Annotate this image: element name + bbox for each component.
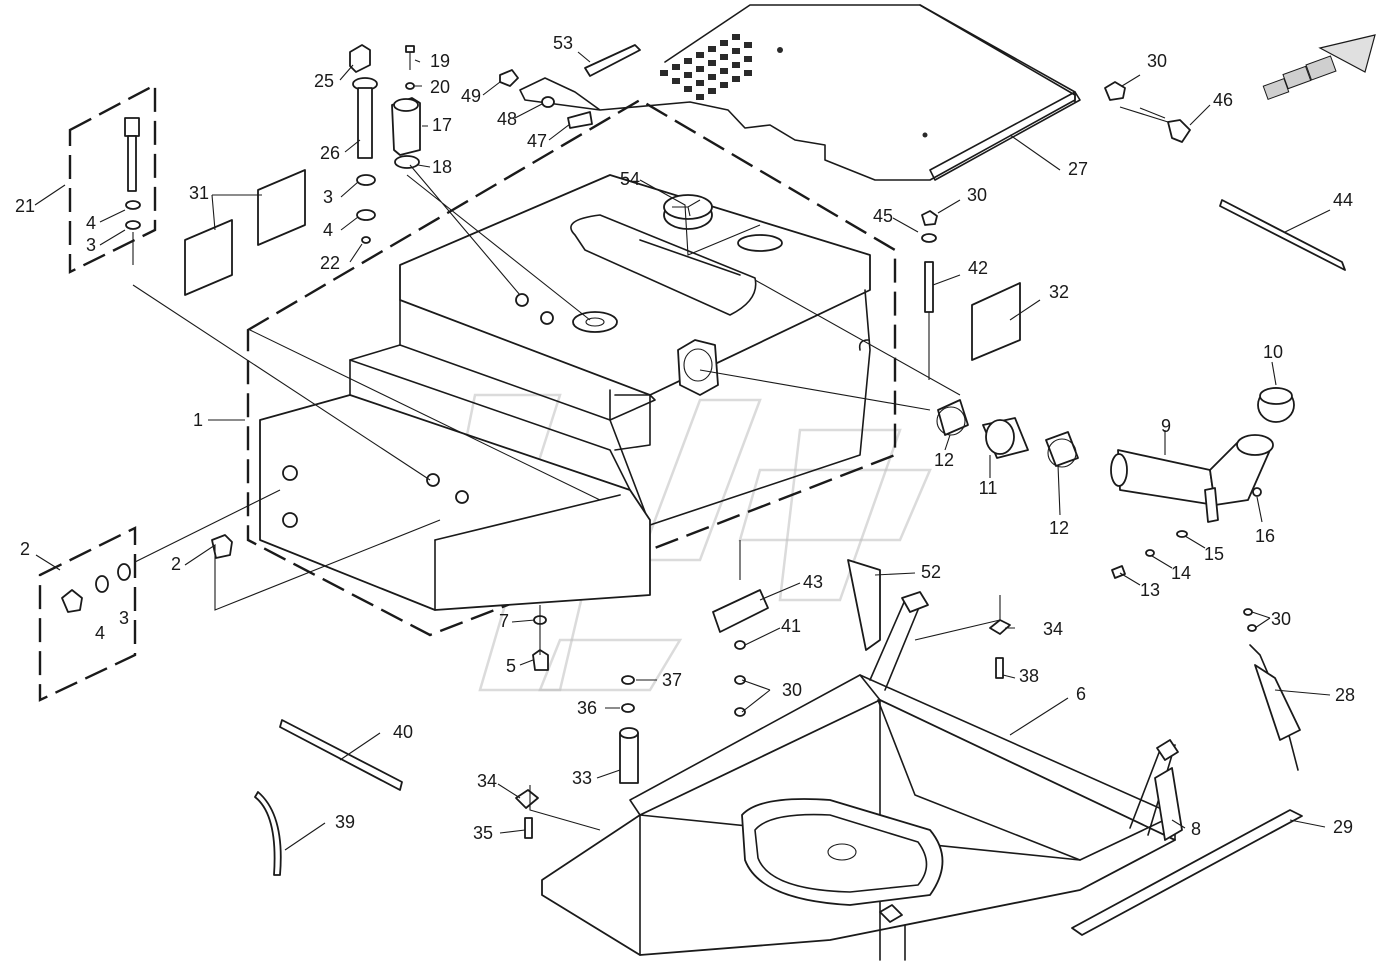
filler-hose-parts (936, 387, 1295, 523)
clip-34-35 (515, 789, 539, 839)
callout-4: 4 (86, 213, 96, 233)
callout-34: 34 (477, 771, 497, 791)
strip-39 (254, 791, 282, 876)
hardware-47-49-53 (499, 44, 641, 129)
callout-45: 45 (873, 206, 893, 226)
callout-10: 10 (1263, 342, 1283, 362)
rod-44 (1219, 199, 1346, 271)
callout-21: 21 (15, 196, 35, 216)
callout-3: 3 (119, 608, 129, 628)
callout-34: 34 (1043, 619, 1063, 639)
hardware-13-16 (1111, 487, 1262, 579)
callout-26: 26 (320, 143, 340, 163)
callout-48: 48 (497, 109, 517, 129)
assembly-boundaries (38, 83, 897, 702)
callout-22: 22 (320, 253, 340, 273)
bracket-52 (847, 559, 881, 651)
callout-53: 53 (553, 33, 573, 53)
callout-52: 52 (921, 562, 941, 582)
callout-29: 29 (1333, 817, 1353, 837)
top-cover (519, 4, 1081, 181)
callout-2: 2 (171, 554, 181, 574)
callout-19: 19 (430, 51, 450, 71)
filler-cap (663, 194, 713, 230)
callout-17: 17 (432, 115, 452, 135)
callout-47: 47 (527, 131, 547, 151)
callout-18: 18 (432, 157, 452, 177)
callout-32: 32 (1049, 282, 1069, 302)
callout-40: 40 (393, 722, 413, 742)
callout-44: 44 (1333, 190, 1353, 210)
callout-11: 11 (979, 478, 998, 498)
strap-28 (1243, 608, 1301, 771)
callout-43: 43 (803, 572, 823, 592)
callout-42: 42 (968, 258, 988, 278)
callout-1: 1 (193, 410, 203, 430)
mount-hardware (532, 589, 769, 717)
callout-16: 16 (1255, 526, 1275, 546)
callout-30: 30 (782, 680, 802, 700)
callout-12: 12 (1049, 518, 1069, 538)
callout-30: 30 (1147, 51, 1167, 71)
callout-8: 8 (1191, 819, 1201, 839)
frame (541, 591, 1179, 961)
callout-30: 30 (967, 185, 987, 205)
clip-34-38 (989, 619, 1011, 679)
leader-lines (34, 51, 1331, 851)
callout-2: 2 (20, 539, 30, 559)
callout-20: 20 (430, 77, 450, 97)
callout-labels: 1 2 2 3 3 3 4 4 4 5 6 7 8 9 10 11 12 12 … (15, 33, 1355, 843)
callout-41: 41 (781, 616, 801, 636)
callout-35: 35 (473, 823, 493, 843)
hardware-30-46 (921, 81, 1191, 313)
callout-49: 49 (461, 86, 481, 106)
callout-4: 4 (95, 623, 105, 643)
callout-54: 54 (620, 169, 640, 189)
callout-5: 5 (506, 656, 516, 676)
callout-30: 30 (1271, 609, 1291, 629)
callout-7: 7 (499, 611, 509, 631)
callout-6: 6 (1076, 684, 1086, 704)
callout-38: 38 (1019, 666, 1039, 686)
callout-36: 36 (577, 698, 597, 718)
decal-32 (971, 282, 1021, 361)
callout-4: 4 (323, 220, 333, 240)
callout-28: 28 (1335, 685, 1355, 705)
callout-39: 39 (335, 812, 355, 832)
plate-8 (1154, 767, 1183, 841)
callout-46: 46 (1213, 90, 1233, 110)
callout-14: 14 (1171, 563, 1191, 583)
fuel-filler-parts (349, 44, 421, 244)
callout-33: 33 (572, 768, 592, 788)
callout-27: 27 (1068, 159, 1088, 179)
callout-25: 25 (314, 71, 334, 91)
strip-29 (1071, 809, 1303, 936)
callout-9: 9 (1161, 416, 1171, 436)
callout-15: 15 (1204, 544, 1224, 564)
bolt-group-21 (124, 117, 141, 265)
callout-12: 12 (934, 450, 954, 470)
callout-13: 13 (1140, 580, 1160, 600)
callout-3: 3 (323, 187, 333, 207)
callout-37: 37 (662, 670, 682, 690)
fuel-tank (259, 174, 871, 611)
decals-31 (184, 169, 306, 296)
rod-40 (279, 719, 403, 791)
drain-plug-group (61, 534, 233, 613)
direction-arrow-icon (1262, 34, 1376, 100)
callout-3: 3 (86, 235, 96, 255)
callout-31: 31 (189, 183, 209, 203)
spacer-33 (619, 675, 639, 784)
